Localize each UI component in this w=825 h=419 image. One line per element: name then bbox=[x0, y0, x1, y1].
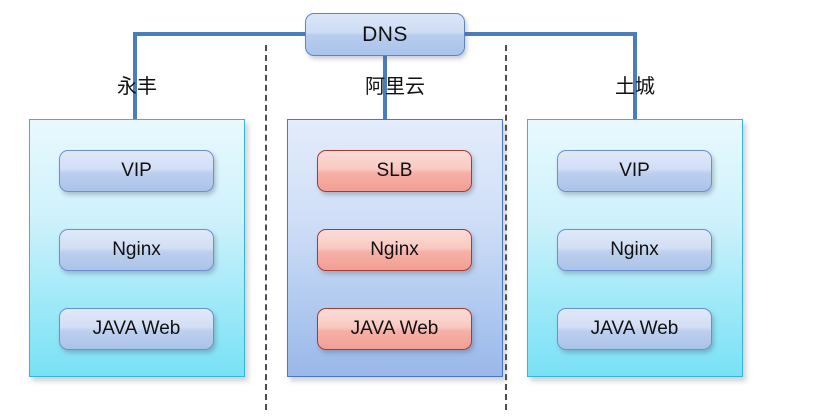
region-0-node-javaweb-label: JAVA Web bbox=[92, 318, 181, 339]
region-separator-right bbox=[505, 45, 507, 410]
region-0-node-vip[interactable]: VIP bbox=[59, 150, 214, 192]
dns-node-label: DNS bbox=[362, 22, 408, 46]
region-1-node-slb[interactable]: SLB bbox=[317, 150, 472, 192]
region-2-node-vip-label: VIP bbox=[619, 160, 650, 181]
region-1-node-nginx[interactable]: Nginx bbox=[317, 229, 472, 271]
dns-node[interactable]: DNS bbox=[305, 13, 465, 56]
region-2-node-javaweb-label: JAVA Web bbox=[590, 318, 679, 339]
region-2-node-javaweb[interactable]: JAVA Web bbox=[557, 308, 712, 350]
region-label-tucheng: 土城 bbox=[615, 74, 655, 98]
region-separator-left bbox=[265, 45, 267, 410]
region-0-node-nginx-label: Nginx bbox=[112, 239, 161, 260]
region-2-node-vip[interactable]: VIP bbox=[557, 150, 712, 192]
region-1-node-nginx-label: Nginx bbox=[370, 239, 419, 260]
region-label-yongfeng: 永丰 bbox=[117, 74, 157, 98]
region-1-node-javaweb[interactable]: JAVA Web bbox=[317, 308, 472, 350]
region-label-aliyun: 阿里云 bbox=[365, 74, 425, 98]
region-0-node-javaweb[interactable]: JAVA Web bbox=[59, 308, 214, 350]
region-0-node-nginx[interactable]: Nginx bbox=[59, 229, 214, 271]
region-0-node-vip-label: VIP bbox=[121, 160, 152, 181]
region-1-node-javaweb-label: JAVA Web bbox=[350, 318, 439, 339]
region-1-node-slb-label: SLB bbox=[376, 160, 413, 181]
region-2-node-nginx-label: Nginx bbox=[610, 239, 659, 260]
region-2-node-nginx[interactable]: Nginx bbox=[557, 229, 712, 271]
